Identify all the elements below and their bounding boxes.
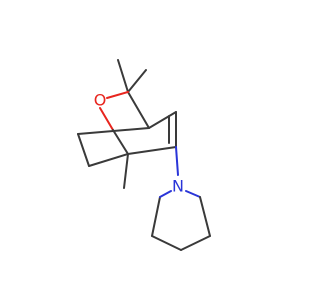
bond-c3-c4 (127, 91, 150, 129)
bond-c2p-c3p (199, 196, 211, 237)
molecule-structure: O N (77, 59, 211, 251)
bond-c3-methyl-b (127, 69, 147, 93)
bond-c8-c1 (127, 146, 177, 155)
bond-c8-nitrogen (175, 146, 179, 176)
bond-c1-c6 (88, 153, 129, 167)
bond-oxygen-c1-tail (112, 129, 129, 155)
nitrogen-atom-label: N (172, 177, 184, 196)
bond-c6p-n (159, 190, 172, 198)
bond-c4-c7 (148, 111, 177, 129)
bond-oxygen-c1 (99, 107, 114, 131)
bond-c5-c4 (77, 127, 150, 135)
bond-c1-methyl (123, 153, 129, 189)
bond-c3-oxygen (106, 91, 129, 99)
bond-c6-c5 (77, 133, 90, 167)
bond-c5p-c6p (151, 196, 161, 237)
bond-c3p-c4p (180, 235, 211, 251)
bond-n-c2p (185, 190, 201, 198)
oxygen-atom-label: O (94, 91, 107, 110)
bond-c3-methyl-a (117, 59, 129, 93)
bond-c4p-c5p (151, 235, 182, 251)
